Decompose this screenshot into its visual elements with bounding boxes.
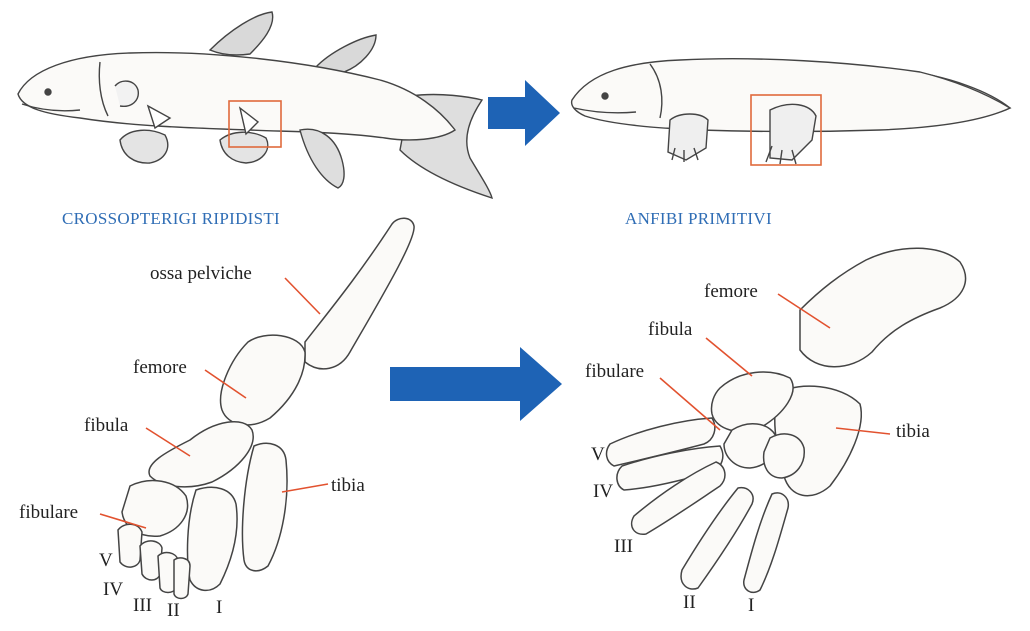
arrow-right-icon [488, 80, 560, 146]
label-digit-v-left: V [99, 551, 113, 570]
label-digit-iii-right: III [614, 537, 633, 556]
label-femore-left: femore [133, 358, 187, 377]
arrow-right-icon [390, 347, 562, 421]
label-ossa-pelviche: ossa pelviche [150, 264, 252, 283]
fish-illustration [18, 12, 492, 198]
label-fibulare-left: fibulare [19, 503, 78, 522]
caption-anfibi: ANFIBI PRIMITIVI [625, 210, 772, 227]
label-digit-ii-left: II [167, 601, 180, 620]
label-digit-iv-right: IV [593, 482, 613, 501]
label-digit-iii-left: III [133, 596, 152, 615]
label-digit-v-right: V [591, 445, 605, 464]
amphibian-illustration [572, 59, 1010, 164]
label-digit-i-right: I [748, 596, 754, 615]
label-fibulare-right: fibulare [585, 362, 644, 381]
label-digit-iv-left: IV [103, 580, 123, 599]
caption-crossopterigi: CROSSOPTERIGI RIPIDISTI [62, 210, 280, 227]
label-fibula-right: fibula [648, 320, 692, 339]
label-femore-right: femore [704, 282, 758, 301]
label-fibula-left: fibula [84, 416, 128, 435]
label-digit-ii-right: II [683, 593, 696, 612]
label-tibia-right: tibia [896, 422, 930, 441]
label-tibia-left: tibia [331, 476, 365, 495]
label-digit-i-left: I [216, 598, 222, 617]
